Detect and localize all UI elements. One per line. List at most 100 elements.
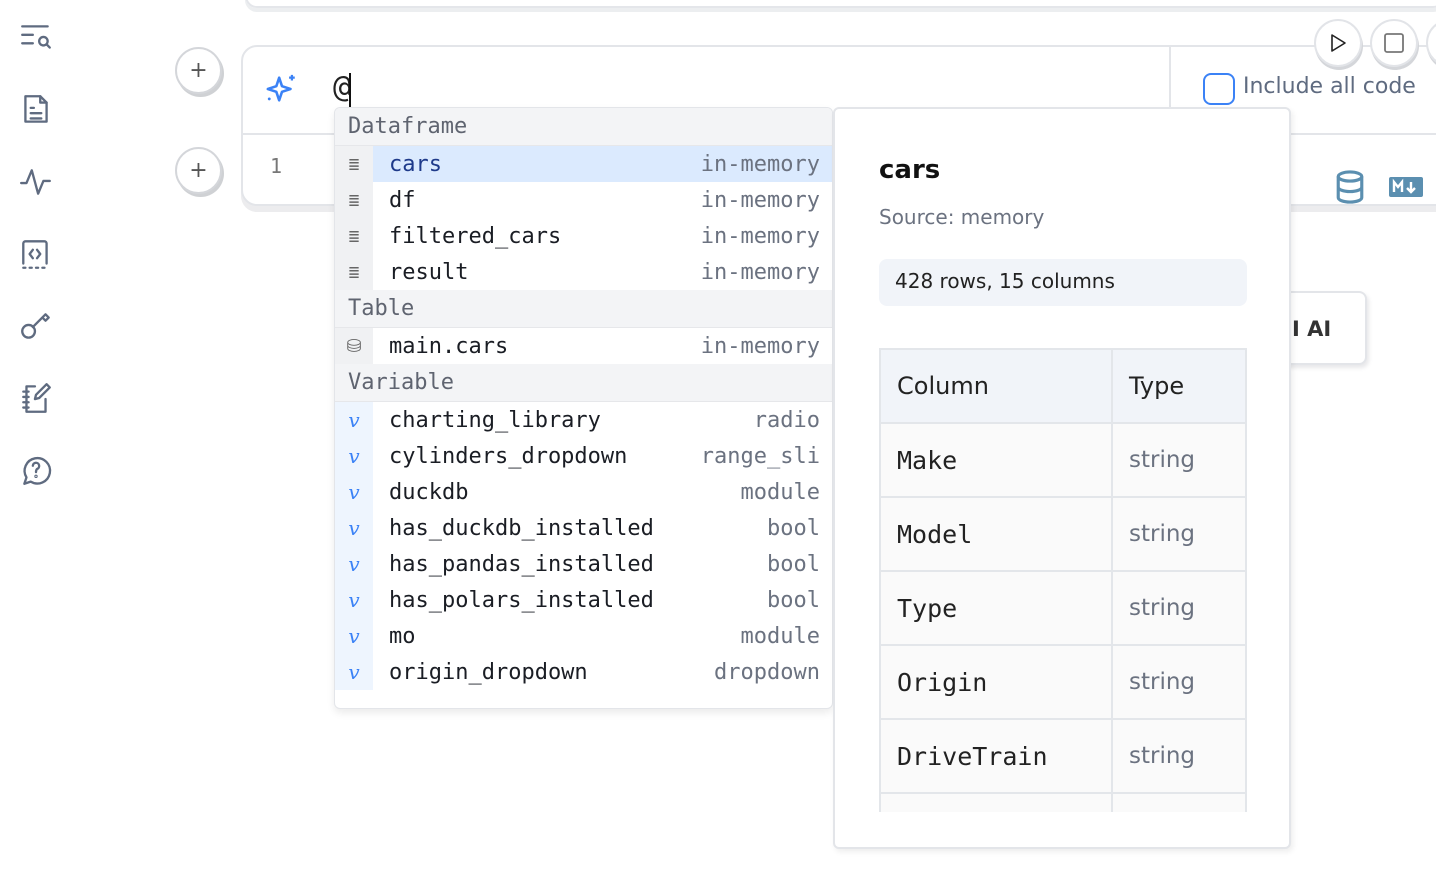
- completion-item[interactable]: v has_polars_installed bool: [335, 582, 832, 618]
- info-stats: 428 rows, 15 columns: [879, 259, 1247, 306]
- item-name: mo: [389, 623, 416, 649]
- completion-item[interactable]: ≣ filtered_cars in-memory: [335, 218, 832, 254]
- activity-icon[interactable]: [16, 162, 56, 202]
- completion-item[interactable]: v charting_library radio: [335, 402, 832, 438]
- ai-button-label: I AI: [1292, 317, 1332, 341]
- previous-cell: [245, 0, 1436, 8]
- item-name: has_duckdb_installed: [389, 515, 654, 541]
- search-list-icon[interactable]: [16, 18, 56, 58]
- variable-icon: v: [335, 402, 373, 438]
- text-caret: [349, 73, 351, 107]
- variable-icon: v: [335, 546, 373, 582]
- notebook-pen-icon[interactable]: [16, 378, 56, 418]
- info-panel: cars Source: memory 428 rows, 15 columns…: [833, 107, 1291, 849]
- dataframe-icon: ≣: [335, 182, 373, 218]
- item-type: range_sli: [700, 443, 820, 469]
- add-cell-above-button[interactable]: +: [175, 47, 222, 94]
- code-box-icon[interactable]: [16, 234, 56, 274]
- variable-icon: v: [335, 582, 373, 618]
- column-type: string: [1111, 496, 1247, 572]
- item-name: cars: [373, 146, 701, 182]
- column-type: string: [1111, 644, 1247, 720]
- database-icon[interactable]: [1334, 170, 1366, 204]
- item-type: in-memory: [700, 146, 832, 182]
- item-name: cylinders_dropdown: [389, 443, 628, 469]
- column-name: [879, 792, 1113, 812]
- item-type: module: [740, 479, 820, 505]
- item-type: radio: [753, 407, 820, 433]
- stop-button[interactable]: [1370, 19, 1418, 67]
- square-icon: [1384, 33, 1404, 53]
- column-header: Type: [1111, 348, 1247, 424]
- column-name: Make: [879, 422, 1113, 498]
- column-type: string: [1111, 570, 1247, 646]
- completion-item[interactable]: ≣ result in-memory: [335, 254, 832, 290]
- item-type: in-memory: [700, 187, 820, 213]
- variable-icon: v: [335, 510, 373, 546]
- completion-item[interactable]: v has_pandas_installed bool: [335, 546, 832, 582]
- plus-icon: +: [189, 158, 208, 183]
- help-chat-icon[interactable]: [16, 450, 56, 490]
- column-type: string: [1111, 422, 1247, 498]
- variable-icon: v: [335, 618, 373, 654]
- item-type: bool: [767, 551, 820, 577]
- column-name: DriveTrain: [879, 718, 1113, 794]
- sparkles-icon: [266, 74, 295, 102]
- dataframe-icon: ≣: [335, 218, 373, 254]
- column-name: Type: [879, 570, 1113, 646]
- add-cell-below-button[interactable]: +: [175, 147, 222, 194]
- column-name: Origin: [879, 644, 1113, 720]
- completion-item[interactable]: v has_duckdb_installed bool: [335, 510, 832, 546]
- divider: [1169, 46, 1171, 134]
- item-name: filtered_cars: [389, 223, 562, 249]
- table-row: [879, 792, 1247, 812]
- item-name: main.cars: [389, 333, 509, 359]
- info-source: Source: memory: [879, 205, 1045, 229]
- item-type: in-memory: [700, 333, 820, 359]
- item-type: bool: [767, 587, 820, 613]
- include-all-code-checkbox[interactable]: [1203, 73, 1235, 105]
- group-header: Dataframe: [335, 108, 832, 146]
- dataframe-icon: ≣: [335, 254, 373, 290]
- variable-icon: v: [335, 438, 373, 474]
- column-type: string: [1111, 718, 1247, 794]
- variable-icon: v: [335, 654, 373, 690]
- item-type: bool: [767, 515, 820, 541]
- line-number: 1: [270, 154, 283, 178]
- include-all-code-label[interactable]: Include all code: [1243, 74, 1416, 99]
- run-button[interactable]: [1314, 19, 1362, 67]
- dataframe-icon: ≣: [335, 146, 373, 182]
- item-name: charting_library: [389, 407, 601, 433]
- markdown-icon[interactable]: [1389, 177, 1423, 197]
- prompt-input[interactable]: @: [333, 70, 352, 105]
- item-type: in-memory: [700, 259, 820, 285]
- item-name: has_polars_installed: [389, 587, 654, 613]
- group-header: Variable: [335, 364, 832, 402]
- key-icon[interactable]: [16, 306, 56, 346]
- item-name: result: [389, 259, 469, 285]
- completion-item[interactable]: v cylinders_dropdown range_sli: [335, 438, 832, 474]
- item-name: df: [389, 187, 416, 213]
- completion-item[interactable]: ≣ df in-memory: [335, 182, 832, 218]
- column-header: Column: [879, 348, 1113, 424]
- file-text-icon[interactable]: [16, 90, 56, 130]
- table-icon: ⛁: [335, 328, 373, 364]
- info-title: cars: [879, 155, 941, 185]
- column-name: Model: [879, 496, 1113, 572]
- item-name: has_pandas_installed: [389, 551, 654, 577]
- item-type: in-memory: [700, 223, 820, 249]
- column-type: [1111, 792, 1247, 812]
- item-type: module: [740, 623, 820, 649]
- completion-item[interactable]: ⛁ main.cars in-memory: [335, 328, 832, 364]
- play-icon: [1331, 34, 1346, 52]
